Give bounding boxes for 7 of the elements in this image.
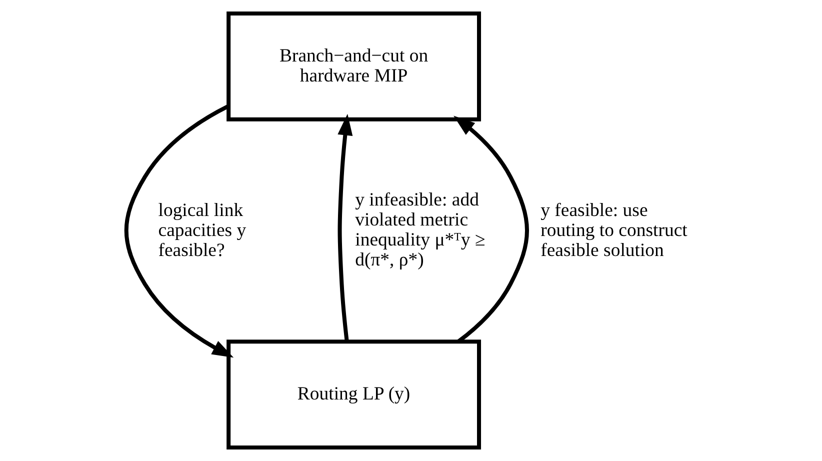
node-box: Routing LP (y) xyxy=(226,340,481,450)
edge-label: y infeasible: add violated metric inequality μ*ᵀy ≥ d(π*, ρ*) xyxy=(354,189,485,271)
arrow xyxy=(124,104,234,358)
edge-label: logical link capacities y feasible? xyxy=(158,200,246,262)
node-box: Branch−and−cut on hardware MIP xyxy=(226,12,481,122)
edge-label: y feasible: use routing to construct feasible solution xyxy=(540,200,687,262)
arrow xyxy=(337,114,352,342)
